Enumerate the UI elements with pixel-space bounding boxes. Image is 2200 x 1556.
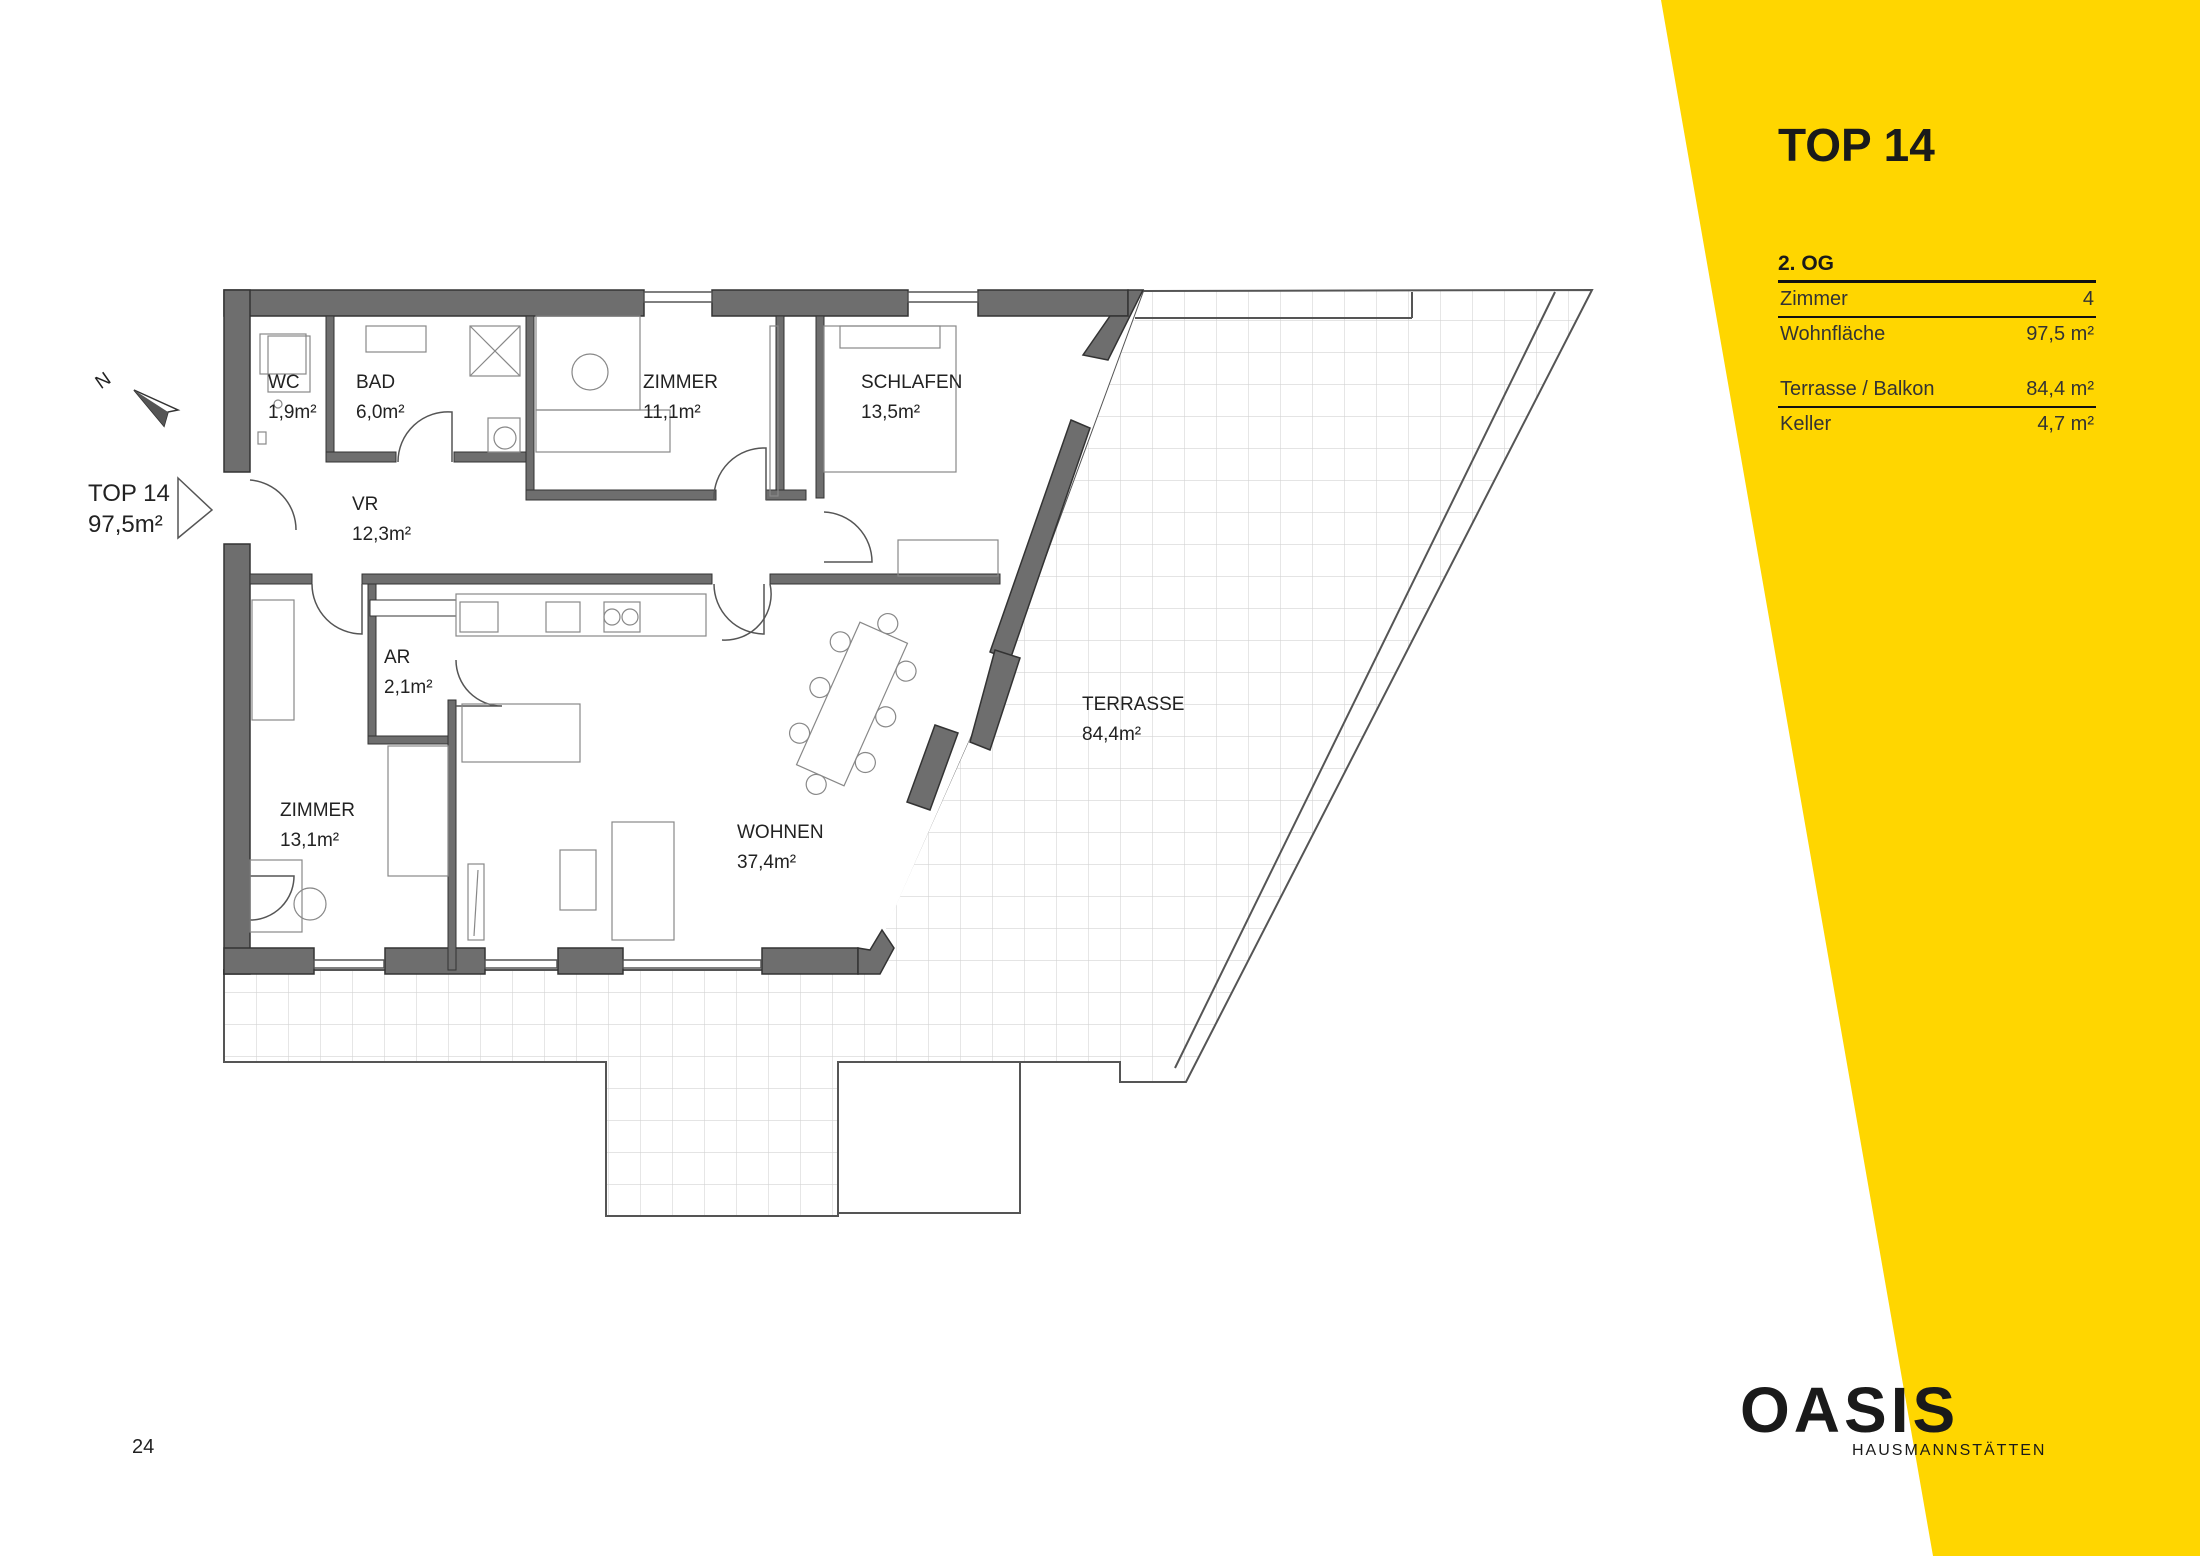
- compass-icon: N: [92, 369, 181, 428]
- info-value: 84,4 m²: [2026, 378, 2094, 400]
- room-name-zimmer-1: ZIMMER: [643, 372, 718, 393]
- room-name-schlafen: SCHLAFEN: [861, 372, 962, 393]
- windows: [313, 291, 979, 969]
- logo-brand: OASIS: [1740, 1374, 1960, 1446]
- info-value: 4: [2082, 288, 2094, 310]
- room-name-wc: WC: [268, 372, 300, 393]
- room-name-zimmer-2: ZIMMER: [280, 800, 355, 821]
- room-area-schlafen: 13,5m²: [861, 402, 920, 423]
- unit-name: TOP 14: [88, 480, 170, 507]
- entrance-arrow-icon: [177, 476, 214, 540]
- info-row-keller: Keller 4,7 m²: [1778, 408, 2096, 441]
- info-label: Wohnfläche: [1780, 323, 1886, 345]
- room-name-bad: BAD: [356, 372, 395, 393]
- room-area-bad: 6,0m²: [356, 402, 405, 423]
- room-area-wohnen: 37,4m²: [737, 852, 796, 873]
- compass-letter: N: [92, 369, 115, 394]
- info-row-wohnflaeche: Wohnfläche 97,5 m²: [1778, 318, 2096, 351]
- info-row-terrasse: Terrasse / Balkon 84,4 m²: [1778, 373, 2096, 408]
- info-value: 97,5 m²: [2026, 323, 2094, 345]
- room-name-ar: AR: [384, 647, 410, 668]
- info-label: Keller: [1780, 413, 1832, 435]
- oasis-logo: OASIS HAUSMANNSTÄTTEN: [1740, 1374, 2044, 1459]
- room-area-vr: 12,3m²: [352, 524, 411, 545]
- page-title: TOP 14: [1778, 119, 1935, 171]
- info-value: 4,7 m²: [2037, 413, 2094, 435]
- logo-subtitle: HAUSMANNSTÄTTEN: [1852, 1442, 2047, 1459]
- room-area-ar: 2,1m²: [384, 677, 433, 698]
- floor-label: 2. OG: [1778, 252, 2096, 283]
- info-label: Zimmer: [1780, 288, 1848, 310]
- info-row-zimmer: Zimmer 4: [1778, 283, 2096, 318]
- doors: [249, 411, 873, 921]
- room-name-vr: VR: [352, 494, 378, 515]
- info-spacer: [1778, 351, 2096, 373]
- unit-area: 97,5m²: [88, 511, 163, 538]
- page-number: 24: [132, 1436, 155, 1458]
- info-label: Terrasse / Balkon: [1780, 378, 1935, 400]
- room-area-wc: 1,9m²: [268, 402, 317, 423]
- furniture: [249, 315, 999, 941]
- room-area-zimmer-1: 11,1m²: [643, 402, 701, 423]
- terrace-area: [223, 288, 1594, 1217]
- interior-walls: [249, 315, 1001, 971]
- unit-info-table: 2. OG Zimmer 4 Wohnfläche 97,5 m² Terras…: [1778, 252, 2096, 441]
- room-name-terrasse: TERRASSE: [1082, 694, 1184, 715]
- room-area-zimmer-2: 13,1m²: [280, 830, 339, 851]
- outer-walls: [223, 289, 1145, 975]
- room-area-terrasse: 84,4m²: [1082, 724, 1141, 745]
- room-name-wohnen: WOHNEN: [737, 822, 824, 843]
